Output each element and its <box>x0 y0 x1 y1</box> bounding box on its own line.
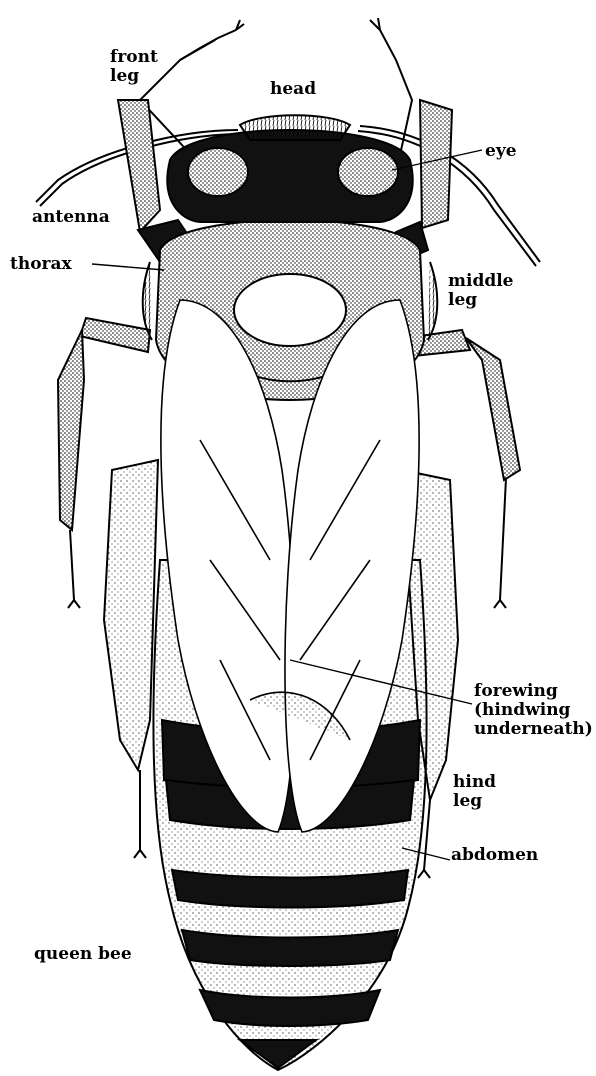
label-middle-leg-line-2: leg <box>448 291 514 310</box>
label-head: head <box>270 80 316 99</box>
label-hind-leg: hind leg <box>453 773 496 811</box>
label-hind-leg-line-2: leg <box>453 792 496 811</box>
label-forewing-line-3: underneath) <box>474 720 593 739</box>
label-forewing-line-1: forewing <box>474 682 593 701</box>
leader-thorax <box>92 264 164 270</box>
label-thorax: thorax <box>10 255 72 274</box>
label-front-leg-line-1: front <box>110 48 158 67</box>
label-middle-leg: middle leg <box>448 272 514 310</box>
label-front-leg: front leg <box>110 48 158 86</box>
label-hind-leg-line-1: hind <box>453 773 496 792</box>
label-abdomen: abdomen <box>451 846 538 865</box>
label-middle-leg-line-1: middle <box>448 272 514 291</box>
label-front-leg-line-2: leg <box>110 67 158 86</box>
label-antenna: antenna <box>32 208 110 227</box>
diagram-caption: queen bee <box>34 945 132 964</box>
label-forewing-line-2: (hindwing <box>474 701 593 720</box>
label-eye: eye <box>485 142 517 161</box>
label-forewing: forewing (hindwing underneath) <box>474 682 593 739</box>
